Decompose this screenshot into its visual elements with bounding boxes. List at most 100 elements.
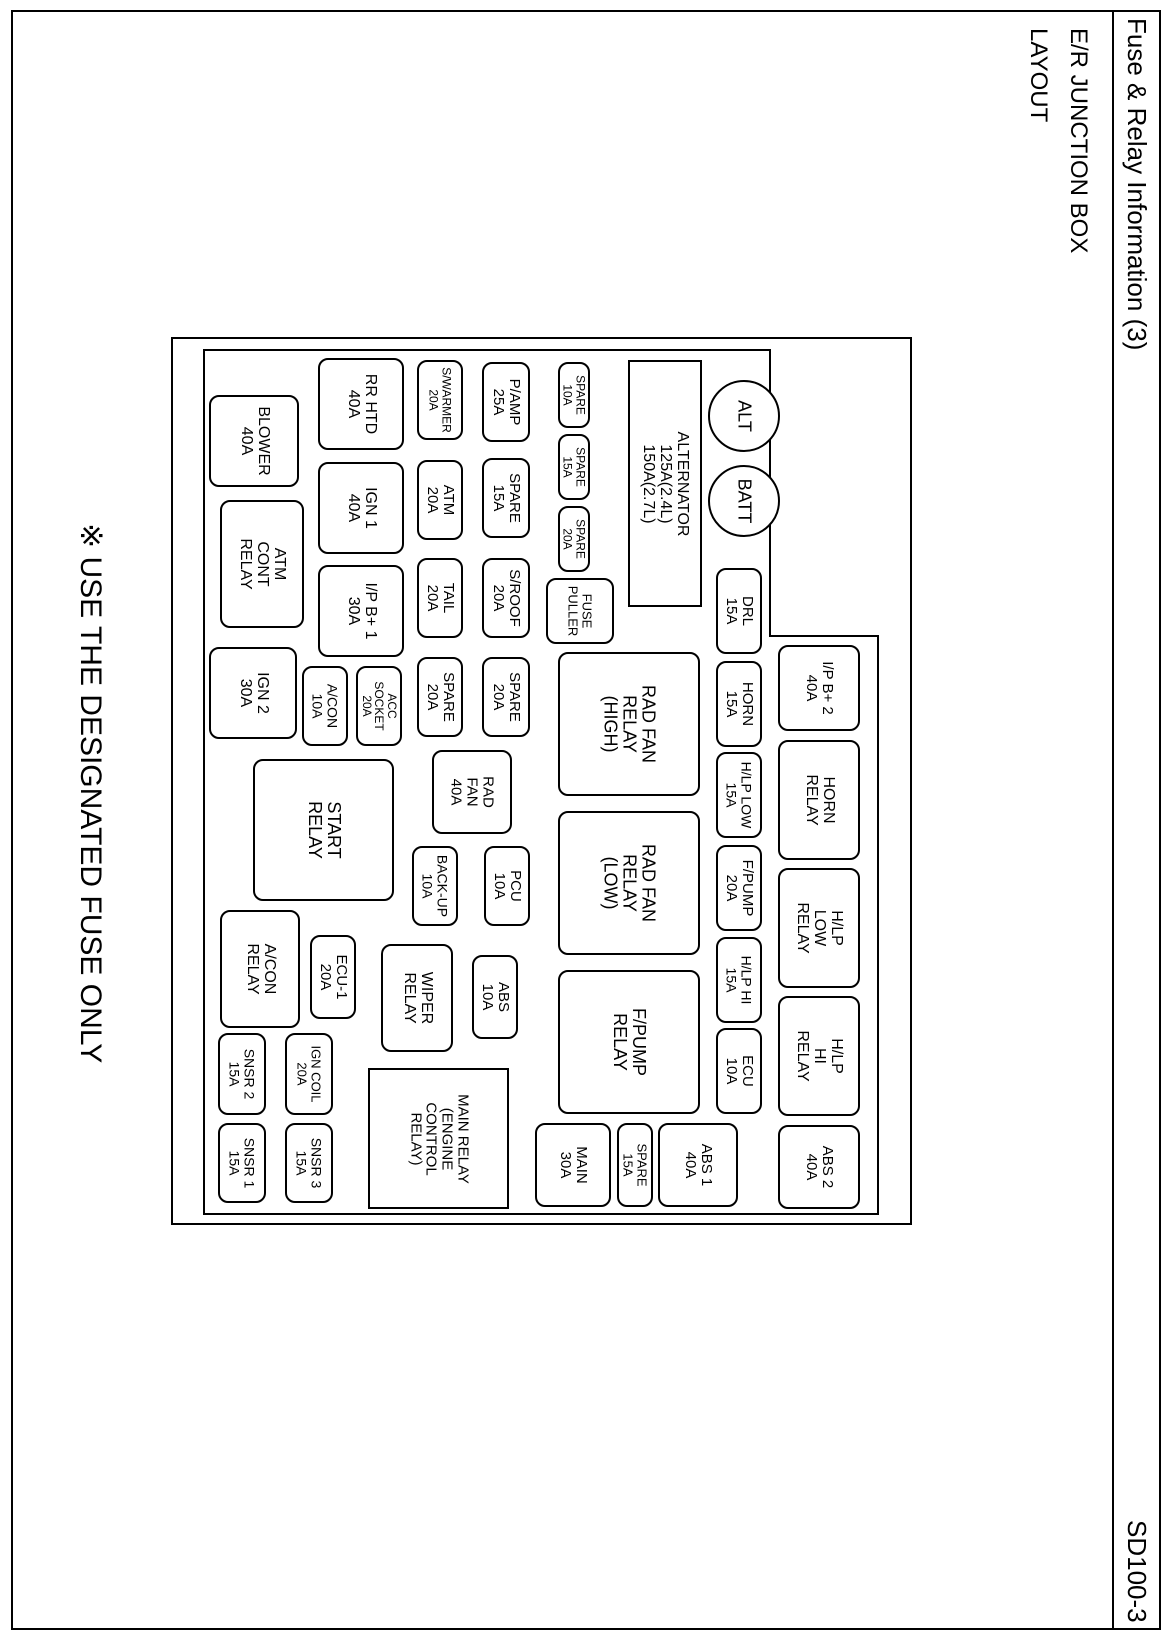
component-label: ABS 1 40A [682, 1143, 715, 1187]
component-label: S/WARMER 20A [427, 367, 454, 433]
component-label: ATM CONT RELAY [237, 538, 289, 590]
component-label: IGN 1 40A [345, 487, 379, 529]
component-label: H/LP LOW RELAY [794, 902, 846, 954]
component-f-pump-relay: F/PUMP RELAY [558, 970, 700, 1114]
component-p-amp: P/AMP 25A [482, 362, 530, 442]
component-hlp-low-fuse: H/LP LOW 15A [716, 752, 762, 838]
component-label: SPARE 10A [561, 375, 588, 415]
component-label: SNSR 3 15A [294, 1137, 325, 1189]
component-label: H/LP HI 15A [724, 955, 755, 1005]
component-label: HORN 15A [723, 681, 756, 727]
component-label: ECU 10A [723, 1055, 756, 1087]
component-label: A/CON RELAY [244, 943, 278, 995]
component-a-con-relay: A/CON RELAY [220, 910, 300, 1028]
component-fuse-puller: FUSE PULLER [546, 578, 614, 644]
component-ign-coil: IGN COIL 20A [285, 1033, 333, 1115]
component-label: SPARE 20A [424, 672, 457, 722]
component-label: ALT [734, 400, 755, 432]
component-alternator: ALTERNATOR 125A(2.4L) 150A(2.7L) [628, 360, 702, 607]
component-label: SPARE 15A [490, 473, 523, 523]
component-label: ABS 2 40A [803, 1145, 836, 1189]
component-spare-10a: SPARE 10A [558, 362, 590, 428]
component-ecu-1: ECU-1 20A [310, 935, 356, 1019]
component-hlp-low-relay: H/LP LOW RELAY [778, 868, 860, 988]
component-pcu: PCU 10A [484, 846, 530, 926]
component-rad-fan-relay-low: RAD FAN RELAY (LOW) [558, 811, 700, 955]
component-atm-cont-relay: ATM CONT RELAY [220, 500, 304, 628]
component-label: RAD FAN RELAY (HIGH) [600, 684, 659, 764]
component-label: DRL 15A [723, 595, 756, 627]
component-ecu-fuse: ECU 10A [716, 1028, 762, 1114]
component-label: HORN RELAY [803, 774, 837, 826]
component-ip-b1: I/P B+ 1 30A [318, 565, 404, 657]
component-label: WIPER RELAY [401, 971, 435, 1025]
component-horn-relay: HORN RELAY [778, 740, 860, 860]
component-alt: ALT [708, 380, 780, 452]
component-s-warmer: S/WARMER 20A [417, 360, 463, 440]
component-label: I/P B+ 2 40A [803, 661, 836, 715]
component-label: SPARE 15A [561, 447, 588, 487]
component-label: SPARE 15A [621, 1143, 650, 1187]
component-label: ACC SOCKET 20A [359, 681, 399, 731]
component-back-up: BACK-UP 10A [412, 846, 458, 926]
component-batt: BATT [708, 465, 780, 537]
component-label: H/LP LOW 15A [724, 761, 755, 829]
component-label: F/PUMP RELAY [610, 1007, 649, 1077]
component-ign-1: IGN 1 40A [318, 462, 404, 554]
component-atm: ATM 20A [417, 460, 463, 540]
junction-box-outer [171, 337, 912, 1225]
page-frame [11, 10, 1161, 1630]
component-spare-15a-c: SPARE 15A [617, 1123, 653, 1207]
component-rad-fan-fuse: RAD FAN 40A [432, 750, 512, 834]
component-label: ABS 10A [479, 981, 512, 1013]
component-label: MAIN 30A [557, 1146, 590, 1184]
component-snsr-1: SNSR 1 15A [218, 1123, 266, 1203]
component-rad-fan-relay-high: RAD FAN RELAY (HIGH) [558, 652, 700, 796]
component-label: MAIN RELAY (ENGINE CONTROL RELAY) [406, 1093, 471, 1184]
component-spare-20a-a: SPARE 20A [558, 506, 590, 572]
component-label: ATM 20A [424, 484, 457, 516]
component-a-con-fuse: A/CON 10A [302, 666, 348, 746]
component-label: RAD FAN 40A [448, 776, 497, 808]
component-label: TAIL 20A [424, 582, 457, 614]
component-label: RAD FAN RELAY (LOW) [600, 843, 659, 923]
component-spare-15a-b: SPARE 15A [482, 458, 530, 538]
component-label: BLOWER 40A [238, 406, 272, 476]
component-spare-20a-b: SPARE 20A [482, 657, 530, 737]
component-ip-b2: I/P B+ 2 40A [778, 645, 860, 731]
component-label: SPARE 20A [561, 519, 588, 559]
component-rr-htd: RR HTD 40A [318, 358, 404, 450]
component-label: BATT [734, 478, 755, 524]
component-label: FUSE PULLER [566, 585, 595, 637]
component-label: SNSR 1 15A [227, 1137, 258, 1189]
component-spare-20a-c: SPARE 20A [417, 657, 463, 737]
component-snsr-2: SNSR 2 15A [218, 1033, 266, 1115]
component-blower: BLOWER 40A [209, 395, 299, 487]
header-rule [1112, 10, 1114, 1630]
component-drl: DRL 15A [716, 568, 762, 654]
component-s-roof: S/ROOF 20A [482, 558, 530, 638]
component-abs-1: ABS 1 40A [658, 1123, 738, 1207]
component-label: START RELAY [304, 801, 344, 859]
component-acc-socket: ACC SOCKET 20A [356, 666, 402, 746]
component-label: SNSR 2 15A [227, 1048, 258, 1100]
component-label: F/PUMP 20A [723, 859, 756, 917]
component-abs-2: ABS 2 40A [778, 1125, 860, 1209]
component-label: PCU 10A [491, 870, 524, 902]
component-wiper-relay: WIPER RELAY [381, 944, 453, 1052]
component-snsr-3: SNSR 3 15A [285, 1123, 333, 1203]
component-spare-15a-a: SPARE 15A [558, 434, 590, 500]
component-label: I/P B+ 1 30A [345, 582, 379, 640]
component-main-relay: MAIN RELAY (ENGINE CONTROL RELAY) [368, 1068, 509, 1209]
component-hlp-hi-fuse: H/LP HI 15A [716, 937, 762, 1023]
component-label: ALTERNATOR 125A(2.4L) 150A(2.7L) [640, 431, 692, 536]
component-tail: TAIL 20A [417, 558, 463, 638]
component-label: A/CON 10A [310, 683, 341, 729]
component-ign-2: IGN 2 30A [209, 647, 297, 739]
component-label: ECU-1 20A [317, 954, 350, 1000]
component-f-pump-fuse: F/PUMP 20A [716, 845, 762, 931]
component-label: H/LP HI RELAY [794, 1030, 846, 1082]
component-start-relay: START RELAY [253, 759, 394, 901]
component-abs-fuse: ABS 10A [472, 955, 518, 1039]
